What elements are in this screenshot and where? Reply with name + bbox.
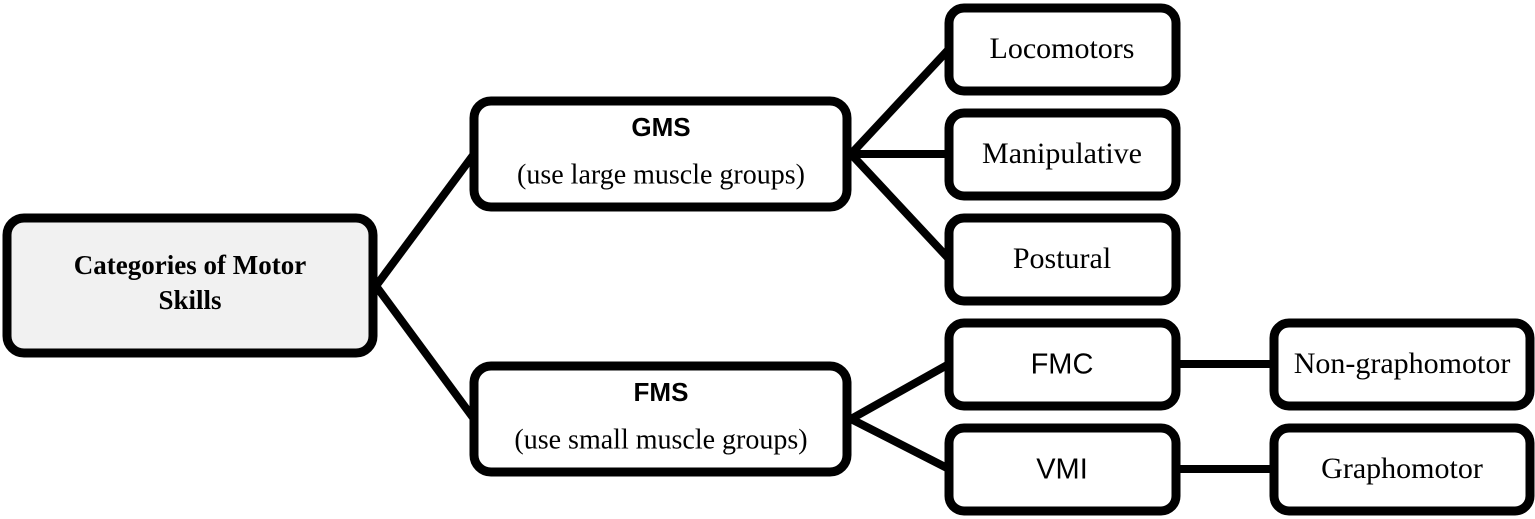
connector-fms-to-vmi <box>849 415 951 473</box>
node-postural[interactable]: Postural <box>944 213 1181 306</box>
node-locomotors-box <box>944 3 1181 96</box>
node-gms-label-abbrev: GMS <box>631 112 690 142</box>
connector-root-to-fms <box>372 283 478 422</box>
node-fmc-label: FMC <box>1031 349 1094 381</box>
node-fms-label-description: (use small muscle groups) <box>514 424 807 455</box>
node-fms-box <box>469 361 852 477</box>
node-fms[interactable]: FMS (use small muscle groups) <box>469 361 852 477</box>
node-manipulative-label: Manipulative <box>982 137 1142 170</box>
node-vmi-box <box>944 423 1181 516</box>
node-root[interactable]: Categories of Motor Skills <box>2 213 378 358</box>
node-vmi-label: VMI <box>1036 454 1088 486</box>
node-gms[interactable]: GMS (use large muscle groups) <box>469 96 852 212</box>
connector-fms-to-fmc <box>849 360 951 423</box>
node-non-graphomotor-box <box>1269 318 1535 411</box>
connector-gms-to-postural <box>848 151 952 262</box>
node-locomotors-label: Locomotors <box>990 32 1135 65</box>
node-root-box <box>2 213 378 358</box>
node-graphomotor-label: Graphomotor <box>1321 452 1483 485</box>
node-fms-label-abbrev: FMS <box>634 377 689 407</box>
node-non-graphomotor[interactable]: Non-graphomotor <box>1269 318 1535 411</box>
node-root-label-line1: Categories of Motor <box>74 250 306 280</box>
node-vmi[interactable]: VMI <box>944 423 1181 516</box>
node-postural-box <box>944 213 1181 306</box>
node-postural-label: Postural <box>1013 242 1111 275</box>
node-manipulative-box <box>944 108 1181 201</box>
node-fmc-box <box>944 318 1181 411</box>
node-fmc[interactable]: FMC <box>944 318 1181 411</box>
node-graphomotor[interactable]: Graphomotor <box>1269 423 1535 516</box>
connector-gms-to-locomotors <box>848 46 952 157</box>
connector-root-to-gms <box>372 151 478 289</box>
node-graphomotor-box <box>1269 423 1535 516</box>
node-gms-box <box>469 96 852 212</box>
node-root-label-line2: Skills <box>158 285 221 315</box>
node-manipulative[interactable]: Manipulative <box>944 108 1181 201</box>
node-locomotors[interactable]: Locomotors <box>944 3 1181 96</box>
node-gms-label-description: (use large muscle groups) <box>517 159 805 190</box>
node-non-graphomotor-label: Non-graphomotor <box>1294 347 1511 380</box>
connector-group <box>372 46 1274 473</box>
